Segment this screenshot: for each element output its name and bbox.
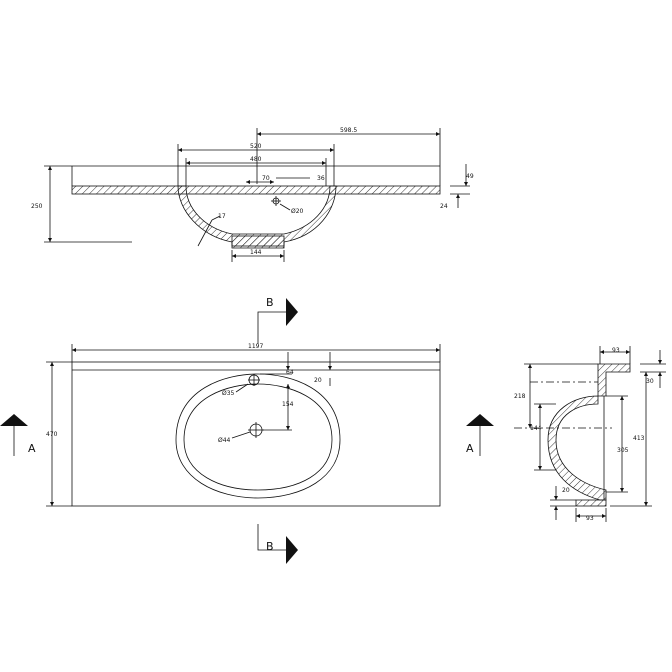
plan-view-dim-64: 64 xyxy=(286,369,294,376)
section-view-dim-20: 20 xyxy=(562,487,570,494)
section-label-a-left: A xyxy=(28,442,36,455)
section-view-dim-413: 413 xyxy=(633,435,645,442)
plan-view-dim-20: 20 xyxy=(314,377,322,384)
top-view-basin xyxy=(177,185,337,249)
section-label-b-bottom: B xyxy=(266,540,274,553)
section-marker-a-left: A xyxy=(0,414,36,456)
section-view-flange xyxy=(597,363,631,397)
section-label-a-right: A xyxy=(466,442,474,455)
section-label-b-top: B xyxy=(266,296,274,309)
top-view-dim-tap: Ø20 xyxy=(291,208,304,215)
top-view-dim-144: 144 xyxy=(250,249,262,256)
plan-view: 1197 470 64 20 154 Ø35 Ø44 xyxy=(46,343,441,507)
plan-view-dim-470: 470 xyxy=(46,431,58,438)
top-view-dim-49: 49 xyxy=(466,173,474,180)
section-view-dim-93-bottom: 93 xyxy=(586,515,594,522)
top-view-dim-17: 17 xyxy=(218,213,226,220)
plan-view-basin-inner xyxy=(183,383,333,491)
section-view-dim-93-top: 93 xyxy=(612,347,620,354)
plan-view-dim-1197: 1197 xyxy=(248,343,263,350)
section-view-dim-218: 218 xyxy=(514,393,526,400)
top-view-dim-598: 598.5 xyxy=(340,127,357,134)
top-view: 598.5 520 480 70 36 250 17 Ø20 144 49 24 xyxy=(31,127,474,262)
top-view-dim-480: 480 xyxy=(250,156,262,163)
section-view-dim-30: 30 xyxy=(646,378,654,385)
section-view-basin xyxy=(547,395,607,501)
top-view-dim-36: 36 xyxy=(317,175,325,182)
plan-view-dim-44: Ø44 xyxy=(218,437,231,444)
top-view-slab xyxy=(71,185,441,195)
section-view-dim-144: 144 xyxy=(530,425,542,432)
plan-view-dim-154: 154 xyxy=(282,401,294,408)
plan-view-basin-outer xyxy=(175,373,341,499)
section-view: 93 30 218 144 305 413 20 93 xyxy=(514,346,666,522)
section-view-dim-305: 305 xyxy=(617,447,629,454)
top-view-dim-250: 250 xyxy=(31,203,43,210)
section-marker-b-top: B xyxy=(257,296,298,344)
section-marker-b-bottom: B xyxy=(257,524,298,564)
top-view-dim-24: 24 xyxy=(440,203,448,210)
top-view-dim-520: 520 xyxy=(250,143,262,150)
top-view-dim-70: 70 xyxy=(262,175,270,182)
section-marker-a-right: A xyxy=(466,414,494,456)
top-view-drain xyxy=(231,235,285,247)
plan-view-outline xyxy=(71,361,441,507)
plan-view-dim-35: Ø35 xyxy=(222,390,235,397)
